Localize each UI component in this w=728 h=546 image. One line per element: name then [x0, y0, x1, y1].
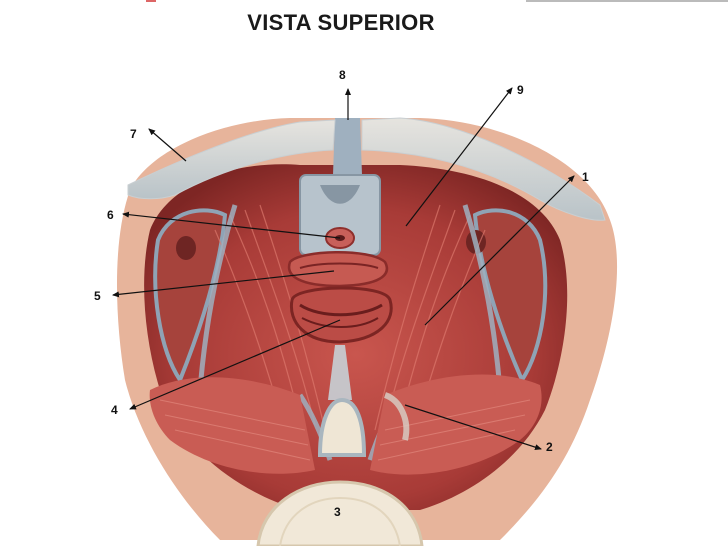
label-4: 4 [111, 403, 118, 417]
vaginal-rugae [299, 262, 379, 269]
label-1: 1 [582, 170, 589, 184]
sacrum-contour [279, 496, 401, 546]
rectal-folds [299, 303, 383, 317]
right-coccygeus-muscle [370, 374, 542, 475]
left-lateral-fossa [153, 208, 228, 385]
rectal-folds-lower [301, 317, 379, 328]
leader-4 [129, 319, 341, 410]
leader-2 [404, 404, 542, 451]
coccyx-notch [317, 397, 367, 457]
top-edge-mark-grey [526, 0, 728, 2]
label-2: 2 [546, 440, 553, 454]
leader-lines [112, 87, 575, 451]
urethra-fold [320, 185, 360, 204]
left-pubic-band [127, 119, 336, 200]
label-5: 5 [94, 289, 101, 303]
top-edge-mark-red [146, 0, 156, 2]
leader-6 [122, 211, 341, 239]
leader-5 [112, 270, 335, 298]
sacrum-bone [256, 480, 424, 546]
right-pubic-band [361, 117, 606, 221]
vaginal-orifice [287, 251, 389, 288]
label-9: 9 [517, 83, 524, 97]
left-obturator-foramen [176, 236, 196, 260]
pubic-fascia-column [333, 118, 362, 175]
leader-9 [405, 87, 513, 227]
label-7: 7 [130, 127, 137, 141]
anococcygeal-raphe [328, 345, 352, 400]
label-8: 8 [339, 68, 346, 82]
leader-7 [148, 128, 187, 162]
left-coccygeus-muscle [149, 377, 315, 474]
leader-1 [424, 175, 575, 326]
right-lateral-fossa [472, 208, 548, 385]
diagram-title: VISTA SUPERIOR [247, 10, 435, 35]
label-3: 3 [334, 505, 341, 519]
sacrospinous-ligament [383, 392, 410, 441]
label-6: 6 [107, 208, 114, 222]
